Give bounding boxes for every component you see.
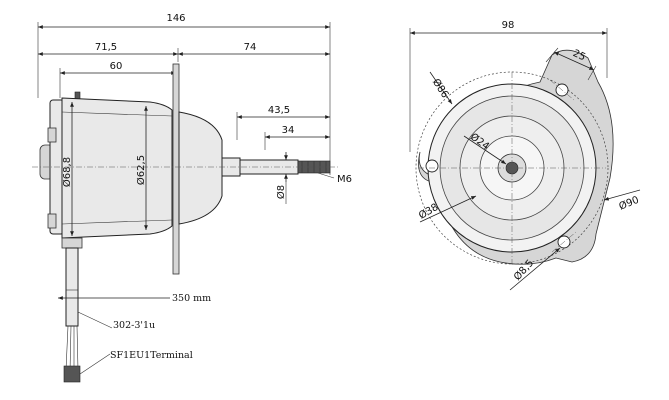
dim-lug-width: 25	[571, 48, 587, 63]
rear-clip-bottom	[47, 213, 57, 229]
dim-body-length: 71,5	[95, 42, 117, 53]
front-bearing-dome	[178, 111, 223, 225]
dim-diameter-inner: Ø62,5	[135, 155, 147, 185]
dim-diameter-90: Ø90	[617, 194, 641, 213]
dim-shaft-to-flange: 43,5	[268, 105, 290, 116]
dim-overall-length: 146	[166, 13, 185, 24]
cable-grommet	[61, 237, 83, 249]
dim-line-25	[553, 51, 595, 71]
dim-shaft-extension: 74	[244, 42, 257, 53]
rear-clip-top	[47, 127, 57, 143]
terminal-label: SF1EU1Terminal	[110, 350, 193, 361]
front-view: 98 25 Ø86 Ø24 Ø38	[409, 20, 641, 291]
mount-hole-left	[425, 159, 439, 173]
dim-diameter-body: Ø68,8	[61, 157, 73, 187]
dim-shaft-length: 34	[282, 125, 295, 136]
terminal-connector	[63, 365, 81, 383]
bolt-circle-90	[415, 71, 609, 265]
side-view: 146 71,5 74 60 43,5 34	[32, 13, 352, 383]
mounting-flange	[172, 63, 180, 275]
cable-type-label: 302-3'1u	[113, 320, 155, 331]
cable-sheath	[65, 247, 79, 327]
dim-housing-length: 60	[110, 61, 123, 72]
dim-diameter-shaft: Ø8	[275, 185, 287, 199]
dim-flange-width: 98	[502, 20, 515, 31]
cable-length-label: 350 mm	[172, 293, 211, 304]
motor-housing	[61, 97, 173, 239]
thread-label: M6	[337, 174, 352, 185]
